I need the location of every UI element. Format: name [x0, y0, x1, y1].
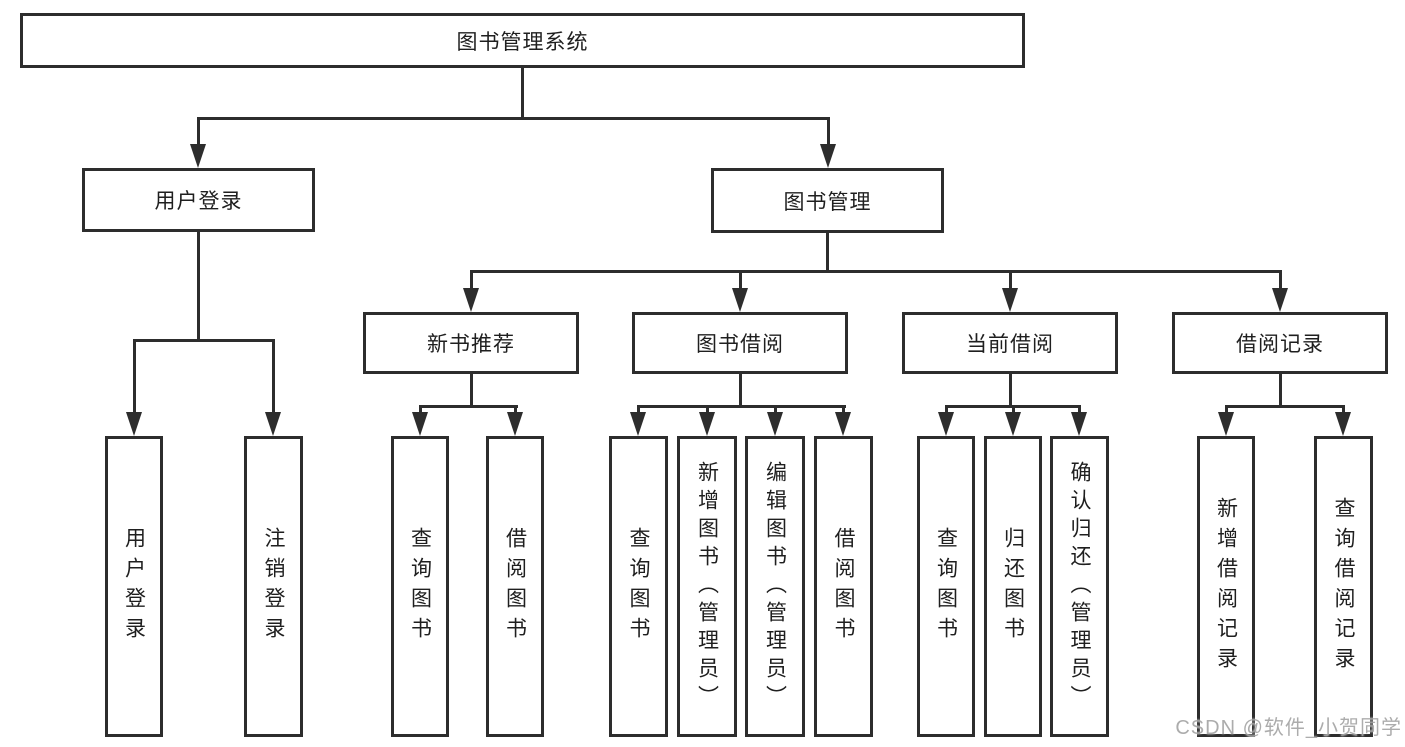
leaf-label: 注销登录	[262, 526, 285, 647]
leaf-query-borrow-record: 查询借阅记录	[1314, 436, 1373, 737]
node-root-library-system: 图书管理系统	[20, 13, 1025, 68]
arrow-down-icon	[699, 412, 715, 436]
connector-stem	[1225, 405, 1228, 416]
node-label: 新书推荐	[427, 333, 515, 356]
leaf-edit-books-admin: 编辑图书（管理员）	[745, 436, 805, 737]
arrow-down-icon	[767, 412, 783, 436]
arrow-down-icon	[463, 288, 479, 312]
node-label: 图书管理	[783, 190, 872, 214]
arrow-down-icon	[1071, 412, 1087, 436]
node-label: 用户登录	[154, 190, 243, 213]
connector-borrow-vline	[739, 373, 742, 408]
connector-records-vline	[1279, 373, 1282, 408]
connector-records-hline	[1225, 405, 1345, 408]
arrow-down-icon	[1005, 412, 1021, 436]
leaf-borrow-books-1: 借阅图书	[486, 436, 544, 737]
leaf-label: 确认归还（管理员）	[1068, 460, 1091, 713]
arrow-down-icon	[630, 412, 646, 436]
leaf-label: 查询图书	[934, 526, 958, 647]
connector-borrow-hline	[637, 405, 846, 408]
node-label: 图书管理系统	[456, 30, 589, 54]
leaf-query-books-1: 查询图书	[391, 436, 449, 737]
arrow-down-icon	[1272, 288, 1288, 312]
connector-userlogin-vline	[197, 232, 200, 342]
leaf-label: 查询图书	[627, 526, 650, 647]
leaf-label: 借阅图书	[503, 526, 527, 647]
connector-stem-login-leaf	[133, 339, 136, 415]
leaf-label: 借阅图书	[832, 526, 855, 647]
connector-stem-recommend	[470, 270, 473, 292]
leaf-return-books: 归还图书	[984, 436, 1042, 737]
leaf-user-login: 用户登录	[105, 436, 163, 737]
connector-stem-borrow	[739, 270, 742, 292]
connector-stem	[842, 405, 845, 416]
leaf-query-books-3: 查询图书	[917, 436, 975, 737]
arrow-down-icon	[412, 412, 428, 436]
node-label: 借阅记录	[1236, 333, 1324, 356]
connector-stem	[514, 405, 517, 416]
connector-root-vline	[521, 68, 524, 120]
leaf-add-borrow-record: 新增借阅记录	[1197, 436, 1255, 737]
leaf-logout: 注销登录	[244, 436, 303, 737]
connector-recommend-hline	[419, 405, 518, 408]
leaf-label: 新增借阅记录	[1214, 496, 1238, 677]
connector-stem	[637, 405, 640, 416]
arrow-down-icon	[1218, 412, 1234, 436]
leaf-label: 编辑图书（管理员）	[763, 460, 787, 713]
leaf-query-books-2: 查询图书	[609, 436, 668, 737]
csdn-watermark: CSDN @软件_小贺同学	[1175, 717, 1402, 739]
arrow-down-icon	[265, 412, 281, 436]
connector-stem	[1342, 405, 1345, 416]
node-borrowing-records: 借阅记录	[1172, 312, 1388, 374]
connector-stem	[1012, 405, 1015, 416]
arrow-down-icon	[938, 412, 954, 436]
node-label: 图书借阅	[696, 333, 784, 356]
connector-userlogin-hline	[133, 339, 275, 342]
connector-stem	[1078, 405, 1081, 416]
node-user-login: 用户登录	[82, 168, 315, 232]
connector-current-vline	[1009, 373, 1012, 408]
leaf-label: 新增图书（管理员）	[695, 460, 719, 713]
arrow-down-icon	[190, 144, 206, 168]
leaf-label: 用户登录	[122, 526, 146, 647]
connector-stem-book-mgmt	[827, 117, 830, 147]
leaf-borrow-books-2: 借阅图书	[814, 436, 873, 737]
connector-stem	[774, 405, 777, 416]
node-book-management: 图书管理	[711, 168, 944, 233]
connector-recommend-vline	[470, 373, 473, 408]
connector-stem-current	[1009, 270, 1012, 292]
connector-level3-hline	[470, 270, 1282, 273]
arrow-down-icon	[507, 412, 523, 436]
connector-stem-records	[1279, 270, 1282, 292]
connector-stem-logout-leaf	[272, 339, 275, 415]
arrow-down-icon	[126, 412, 142, 436]
leaf-label: 查询图书	[408, 526, 432, 647]
connector-stem-user-login	[197, 117, 200, 147]
leaf-label: 归还图书	[1001, 526, 1025, 647]
connector-stem	[945, 405, 948, 416]
arrow-down-icon	[732, 288, 748, 312]
node-label: 当前借阅	[966, 333, 1054, 356]
arrow-down-icon	[835, 412, 851, 436]
leaf-label: 查询借阅记录	[1332, 496, 1355, 677]
arrow-down-icon	[1002, 288, 1018, 312]
arrow-down-icon	[820, 144, 836, 168]
connector-level1-hline	[197, 117, 830, 120]
arrow-down-icon	[1335, 412, 1351, 436]
leaf-add-books-admin: 新增图书（管理员）	[677, 436, 737, 737]
connector-stem	[419, 405, 422, 416]
connector-bookmgmt-vline	[826, 233, 829, 273]
node-current-borrowing: 当前借阅	[902, 312, 1118, 374]
leaf-confirm-return-admin: 确认归还（管理员）	[1050, 436, 1109, 737]
node-new-book-recommend: 新书推荐	[363, 312, 579, 374]
node-book-borrowing: 图书借阅	[632, 312, 848, 374]
connector-stem	[706, 405, 709, 416]
